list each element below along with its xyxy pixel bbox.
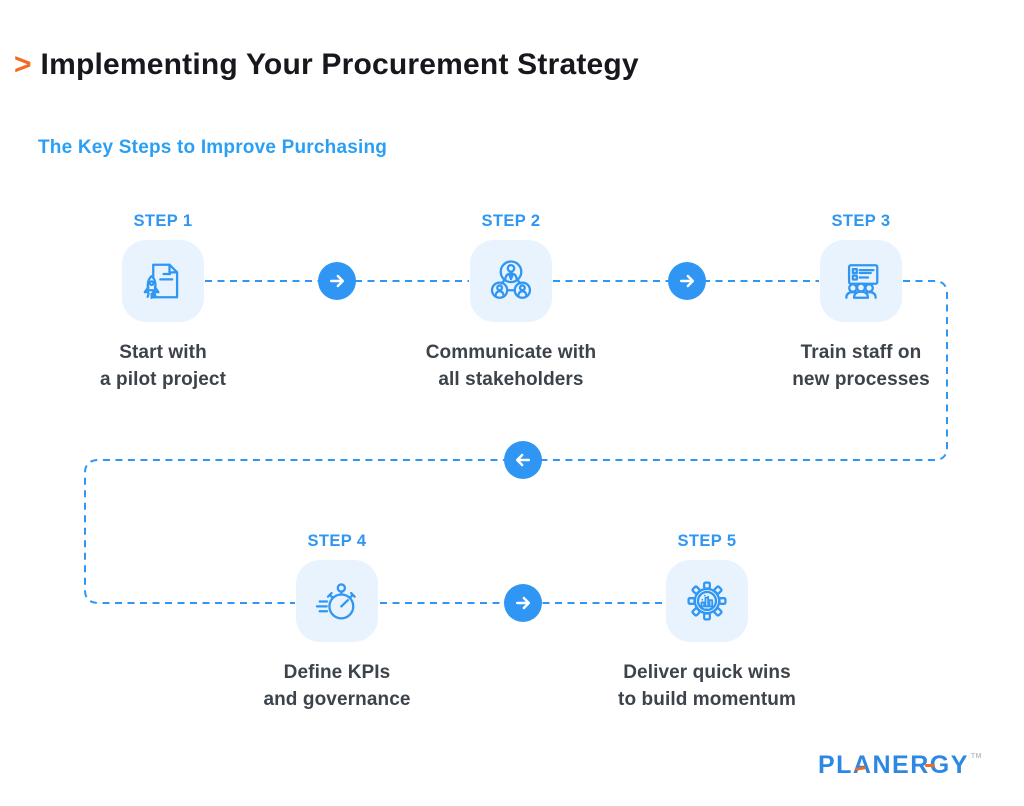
page-title: Implementing Your Procurement Strategy <box>40 48 639 81</box>
step-1-icon-tile <box>122 240 204 322</box>
stopwatch-icon <box>315 583 356 620</box>
arrow-right-icon <box>318 262 356 300</box>
step-1-caption-line2: a pilot project <box>99 369 227 390</box>
staff-training-icon <box>845 264 879 299</box>
step-5-block: STEP 5 <box>577 532 837 713</box>
step-4-label: STEP 4 <box>307 532 367 550</box>
step-3-block: STEP 3 Train staff <box>731 212 991 393</box>
step-4-block: STEP 4 Define KPIs a <box>207 532 467 713</box>
rocket-document-icon <box>143 263 179 300</box>
step-2-icon-tile <box>470 240 552 322</box>
step-3-caption: Train staff on new processes <box>731 339 991 393</box>
step-2-caption-line2: all stakeholders <box>438 369 584 390</box>
planergy-logo: PLANERGY TM <box>818 751 982 780</box>
step-4-caption: Define KPIs and governance <box>207 659 467 713</box>
logo-wordmark: PLANERGY <box>818 751 969 780</box>
step-5-caption-line2: to build momentum <box>618 689 796 710</box>
step-4-icon-tile <box>296 560 378 642</box>
arrow-right-icon <box>668 262 706 300</box>
logo-text: PLANERGY <box>817 751 969 779</box>
logo-trademark: TM <box>970 753 982 760</box>
step-5-icon-tile <box>666 560 748 642</box>
step-5-caption-line1: Deliver quick wins <box>623 662 791 683</box>
step-4-caption-line1: Define KPIs <box>283 662 391 683</box>
step-2-caption-line1: Communicate with <box>425 342 597 363</box>
arrow-right-icon <box>504 584 542 622</box>
gear-chart-icon <box>687 581 727 621</box>
arrow-left-icon <box>504 441 542 479</box>
step-5-caption: Deliver quick wins to build momentum <box>577 659 837 713</box>
step-2-block: STEP 2 <box>381 212 641 393</box>
step-1-caption: Start with a pilot project <box>33 339 293 393</box>
step-3-label: STEP 3 <box>831 212 891 230</box>
step-2-label: STEP 2 <box>481 212 541 230</box>
step-1-label: STEP 1 <box>133 212 193 230</box>
header: > Implementing Your Procurement Strategy <box>14 48 639 82</box>
logo-accent-g-bar <box>924 764 935 768</box>
step-3-icon-tile <box>820 240 902 322</box>
stakeholders-network-icon <box>490 260 532 299</box>
step-3-caption-line2: new processes <box>792 369 930 390</box>
chevron-bullet-icon: > <box>14 48 32 81</box>
step-1-block: STEP 1 Sta <box>33 212 293 393</box>
step-5-label: STEP 5 <box>677 532 737 550</box>
page-subtitle: The Key Steps to Improve Purchasing <box>38 137 388 158</box>
step-4-caption-line2: and governance <box>263 689 411 710</box>
step-1-caption-line1: Start with <box>119 342 207 363</box>
step-3-caption-line1: Train staff on <box>800 342 922 363</box>
step-2-caption: Communicate with all stakeholders <box>381 339 641 393</box>
